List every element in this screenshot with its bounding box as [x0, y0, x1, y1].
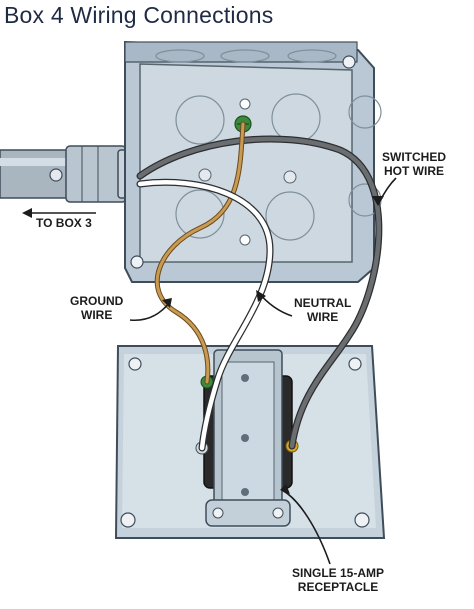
- diagram-title: Box 4 Wiring Connections: [4, 2, 274, 28]
- label-to-box-3: TO BOX 3: [36, 216, 92, 230]
- receptacle: [195, 349, 299, 527]
- leader-lines: [22, 177, 397, 565]
- label-line: WIRE: [81, 308, 113, 322]
- label-line: HOT WIRE: [384, 164, 444, 178]
- label-line: SWITCHED: [382, 150, 446, 164]
- label-line: SINGLE 15-AMP: [292, 566, 385, 580]
- label-line: RECEPTACLE: [297, 580, 379, 594]
- label-switched-hot-wire: SWITCHED HOT WIRE: [382, 150, 446, 178]
- label-line: NEUTRAL: [294, 296, 352, 310]
- label-line: WIRE: [306, 310, 339, 324]
- label-neutral-wire: NEUTRAL WIRE: [294, 296, 351, 324]
- metal-box: [124, 40, 382, 283]
- label-line: GROUND: [70, 294, 124, 308]
- receptacle-leader: [281, 489, 331, 565]
- label-ground-wire: GROUND WIRE: [70, 294, 123, 322]
- label-receptacle: SINGLE 15-AMP RECEPTACLE: [292, 566, 384, 594]
- label-to-box-3-line: TO BOX 3: [36, 216, 92, 230]
- conduit: [0, 145, 141, 203]
